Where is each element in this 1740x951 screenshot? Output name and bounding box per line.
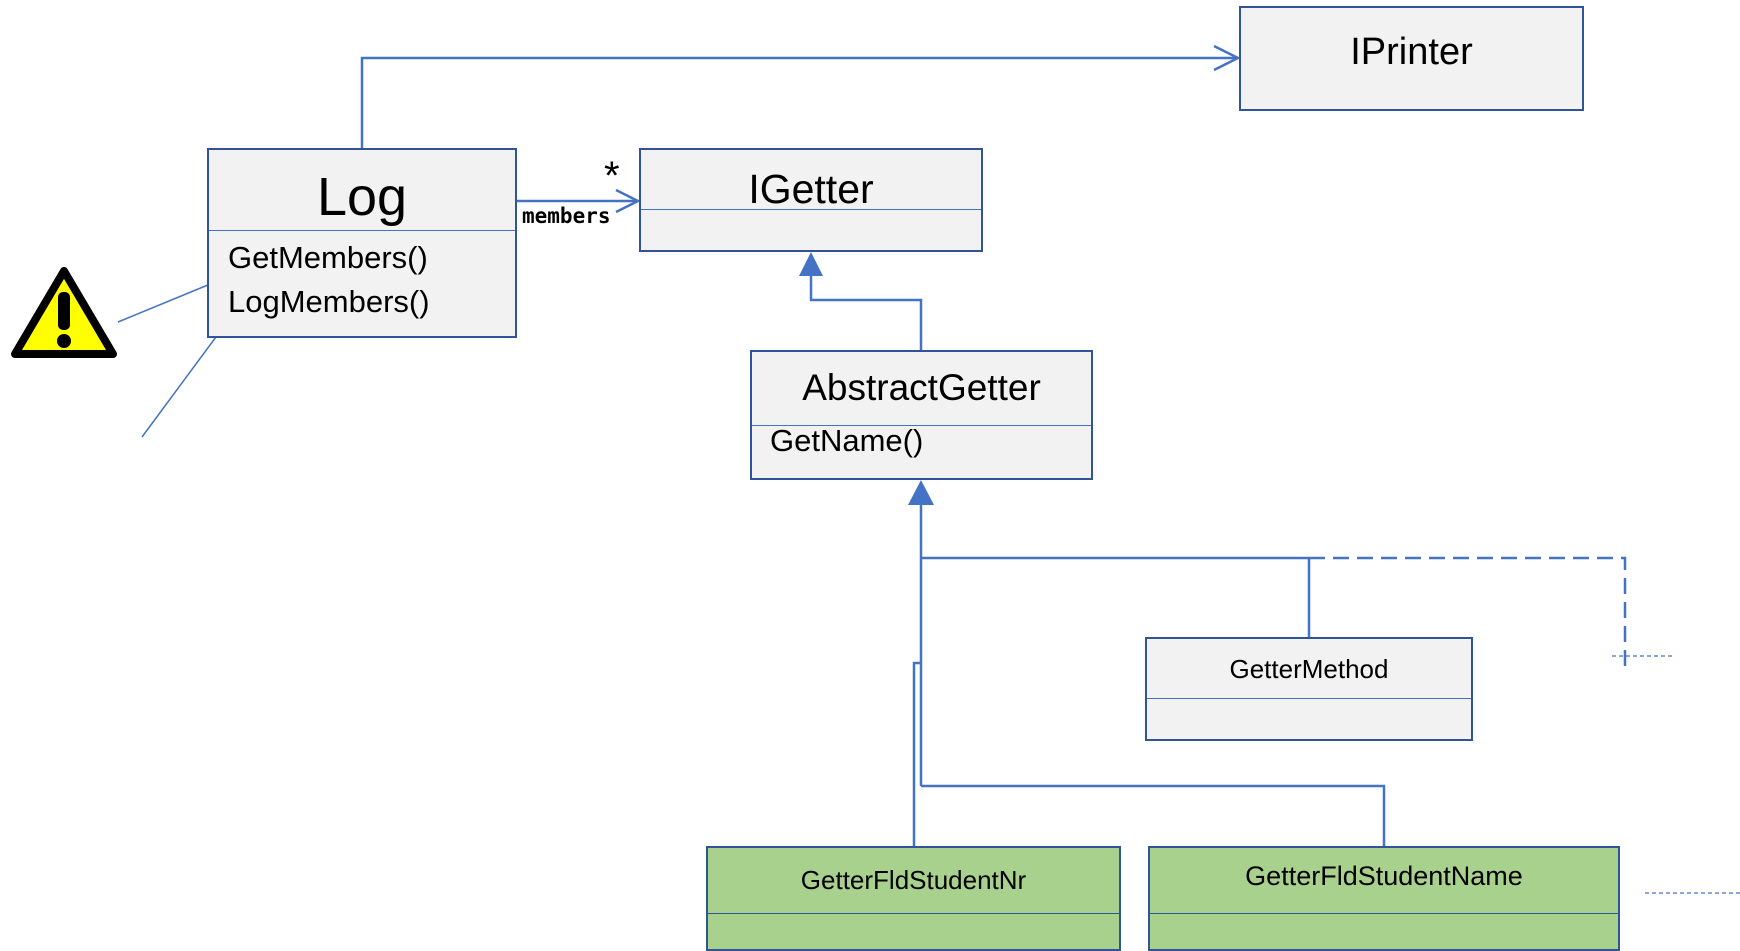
class-log-separator xyxy=(209,230,515,231)
abstractgetter-to-igetter-generalization xyxy=(809,274,923,350)
iprinter-open-arrowhead xyxy=(1213,44,1241,72)
class-abstractgetter-separator xyxy=(752,425,1091,426)
class-getterfldstudentnr[interactable]: GetterFldStudentNr xyxy=(706,846,1121,951)
association-multiplicity: * xyxy=(604,154,620,198)
class-igetter-name: IGetter xyxy=(748,166,874,212)
association-role-label: members xyxy=(522,204,611,228)
abstractgetter-operation-getname: GetName() xyxy=(770,423,924,458)
warning-pointer-line-1 xyxy=(117,279,221,323)
class-iprinter-name: IPrinter xyxy=(1350,31,1473,73)
class-getterfldstudentnr-separator xyxy=(708,913,1119,914)
warning-icon xyxy=(11,267,117,358)
igetter-inheritance-triangle xyxy=(799,252,823,276)
class-gettermethod-name: GetterMethod xyxy=(1229,654,1389,684)
class-getterfldstudentname-name: GetterFldStudentName xyxy=(1245,861,1523,891)
class-getterfldstudentnr-name: GetterFldStudentNr xyxy=(800,865,1027,895)
log-operation-getmembers: GetMembers() xyxy=(228,240,428,275)
dashed-extension-branch xyxy=(1309,556,1627,668)
class-igetter-separator xyxy=(641,209,981,210)
class-log[interactable]: Log GetMembers() LogMembers() xyxy=(207,148,517,338)
log-operation-logmembers: LogMembers() xyxy=(228,284,430,319)
class-getterfldstudentname-separator xyxy=(1150,913,1618,914)
class-getterfldstudentname[interactable]: GetterFldStudentName xyxy=(1148,846,1620,951)
class-abstractgetter-name: AbstractGetter xyxy=(802,367,1041,408)
class-gettermethod-separator xyxy=(1147,698,1471,699)
class-abstractgetter[interactable]: AbstractGetter GetName() xyxy=(750,350,1093,480)
class-log-name: Log xyxy=(316,167,408,227)
class-gettermethod[interactable]: GetterMethod xyxy=(1145,637,1473,741)
getterfldstudentnr-branch xyxy=(912,661,921,846)
class-igetter[interactable]: IGetter xyxy=(639,148,983,252)
igetter-open-arrowhead xyxy=(615,188,641,214)
class-iprinter[interactable]: IPrinter xyxy=(1239,6,1584,111)
log-to-iprinter-association xyxy=(360,56,1238,148)
getterfldstudentname-branch xyxy=(921,784,1386,846)
abstractgetter-inheritance-triangle xyxy=(908,480,934,505)
